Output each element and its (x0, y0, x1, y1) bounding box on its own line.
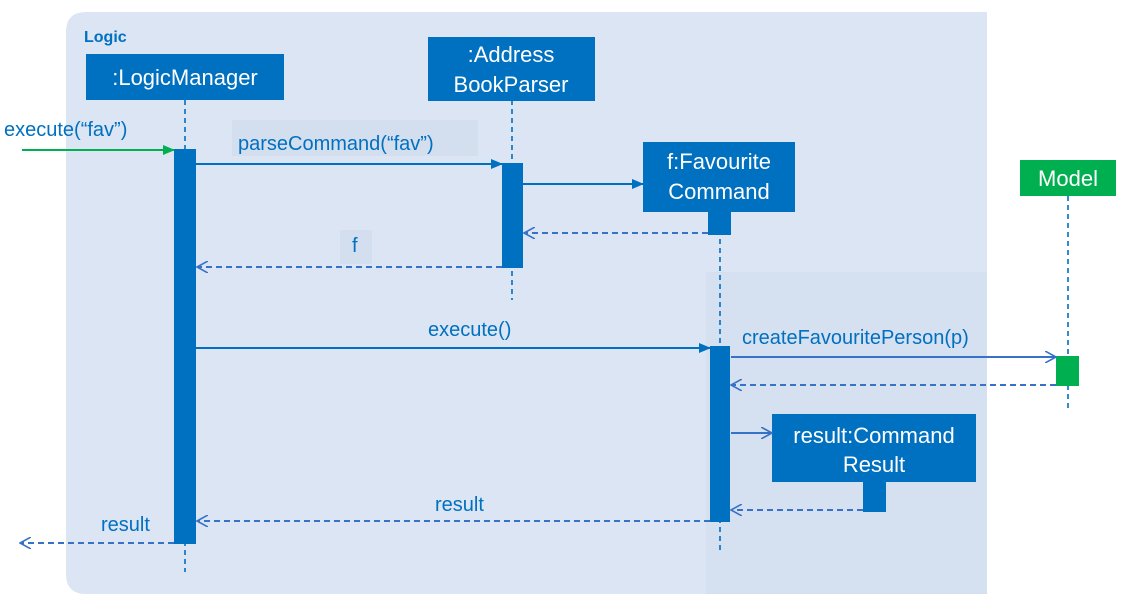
message-execute: execute() (428, 319, 511, 341)
message-final-result: result (101, 514, 150, 536)
parser-label-line1: :Address (468, 42, 555, 67)
participant-parser: :Address BookParser (428, 37, 595, 101)
command-result-label-line1: result:Command (793, 423, 954, 448)
message-return-f: f (352, 235, 358, 257)
fav-command-label-line2: Command (668, 179, 769, 204)
activation-command-result (863, 482, 886, 512)
parser-label-line2: BookParser (454, 72, 569, 97)
fav-command-label-line1: f:Favourite (667, 149, 771, 174)
frame-title: Logic (84, 29, 127, 46)
activation-logic-manager (174, 149, 196, 544)
command-result-label-line2: Result (843, 452, 905, 477)
participant-command-result: result:Command Result (772, 414, 976, 482)
message-parse-command: parseCommand(“fav”) (238, 133, 434, 155)
label-bg-parse-command (232, 120, 478, 156)
label-bg-return-f (340, 230, 372, 264)
participant-fav-command: f:Favourite Command (643, 142, 795, 212)
activation-fav-command-execute (710, 346, 730, 522)
message-return-result: result (435, 494, 484, 516)
activation-model (1056, 356, 1079, 386)
participant-model: Model (1020, 160, 1116, 196)
message-create-favourite-person: createFavouritePerson(p) (742, 327, 969, 349)
logic-manager-label: :LogicManager (112, 65, 258, 90)
activation-fav-command-creation (708, 212, 731, 235)
message-execute-fav: execute(“fav”) (4, 119, 127, 141)
participant-logic-manager: :LogicManager (86, 54, 284, 100)
model-label: Model (1038, 166, 1098, 191)
activation-parser (502, 163, 523, 268)
